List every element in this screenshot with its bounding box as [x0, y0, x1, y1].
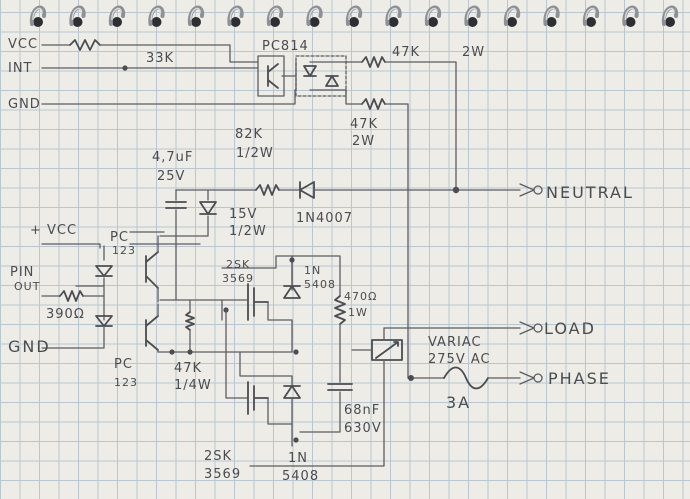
spiral-ring	[29, 5, 47, 27]
spiral-ring	[503, 5, 521, 27]
resistor-33k	[69, 39, 101, 51]
label-fuse: 3A	[446, 393, 471, 412]
spiral-ring	[187, 5, 205, 27]
zener-15v	[199, 201, 217, 215]
spiral-ring	[582, 5, 600, 27]
label-1n-bottom: 1N	[288, 451, 308, 466]
resistor-47k-bottom	[185, 311, 195, 331]
spiral-ring	[622, 5, 639, 27]
spiral-ring	[227, 5, 244, 27]
resistor-82k	[255, 184, 280, 196]
resistor-390	[59, 290, 84, 302]
label-5408-top: 5408	[304, 278, 336, 291]
capacitor-4u7	[165, 201, 187, 209]
label-r390: 390Ω	[46, 307, 85, 322]
diode-1n4007	[299, 181, 315, 199]
label-r47k-top: 47K	[392, 45, 420, 60]
spiral-ring	[464, 5, 481, 27]
capacitor-zener-block	[129, 189, 223, 321]
label-2sk-top: 2SK	[226, 258, 250, 271]
label-r470: 470Ω	[344, 290, 377, 303]
label-gnd-bottom: GND	[8, 337, 51, 356]
phototransistor-bottom	[145, 315, 159, 351]
input-resistors	[345, 56, 457, 379]
label-zener-15v: 15V	[229, 207, 257, 222]
label-3569-bottom: 3569	[204, 467, 241, 482]
label-pc123-top-number: 123	[112, 244, 136, 257]
led-pc123-top	[95, 265, 113, 277]
label-variac-voltage: 275V AC	[428, 352, 491, 367]
spiral-ring	[69, 5, 86, 27]
label-1n-top: 1N	[304, 264, 321, 277]
label-1n4007: 1N4007	[296, 211, 353, 226]
spiral-ring	[345, 5, 363, 27]
label-82k-power: 1/2W	[236, 146, 274, 161]
spiral-ring	[543, 5, 560, 27]
label-68nf: 68nF	[344, 403, 380, 418]
input-rails	[41, 39, 296, 105]
spiral-ring	[385, 5, 402, 27]
label-vcc-top: VCC	[8, 37, 38, 52]
label-zener-power: 1/2W	[229, 224, 267, 239]
diode-1n5408-top	[283, 257, 301, 299]
label-cap-value: 4,7uF	[152, 150, 193, 165]
label-gnd-top: GND	[8, 97, 41, 112]
gate-resistor-47k	[157, 299, 299, 355]
label-pc123-bottom-number: 123	[114, 376, 138, 389]
led-1	[303, 65, 317, 77]
resistor-470	[334, 295, 346, 325]
label-load: LOAD	[544, 319, 596, 338]
spiral-ring	[661, 5, 679, 27]
label-2sk-bottom: 2SK	[204, 449, 232, 464]
label-variac: VARIAC	[428, 335, 482, 350]
resistor-47k-mid	[361, 98, 386, 110]
label-r47k-mid: 47K	[350, 117, 378, 132]
label-quarter-watt: 1/4W	[174, 378, 212, 393]
optocoupler-pc123-top	[75, 235, 159, 321]
label-pin: PIN	[10, 265, 34, 280]
notebook-spiral-binding	[29, 5, 679, 27]
label-phase: PHASE	[548, 369, 611, 388]
capacitor-68nf	[327, 383, 353, 391]
spiral-ring	[306, 5, 323, 27]
label-cap-voltage: 25V	[157, 169, 185, 184]
label-2w-top: 2W	[462, 45, 485, 60]
optocoupler-pc814	[257, 55, 347, 97]
label-r33k: 33K	[146, 51, 174, 66]
mosfet-bottom-2sk3569	[225, 309, 301, 447]
spiral-ring	[424, 5, 442, 27]
neutral-line	[175, 181, 543, 199]
spiral-ring	[266, 5, 284, 27]
pin-out-wiring	[41, 243, 105, 302]
label-5408-bottom: 5408	[282, 469, 319, 484]
resistor-47k-top	[361, 56, 386, 68]
label-pc123-top: PC	[110, 230, 129, 245]
label-int: INT	[8, 61, 33, 76]
diode-1n5408-bottom	[283, 385, 301, 399]
spiral-ring	[108, 5, 126, 27]
led-2	[325, 75, 339, 87]
label-plus-vcc: + VCC	[30, 223, 77, 238]
label-pc123-bottom: PC	[114, 357, 133, 372]
resistor-470-block	[291, 255, 353, 433]
phototransistor-top	[145, 251, 159, 289]
label-out: OUT	[14, 280, 40, 293]
label-neutral: NEUTRAL	[546, 183, 634, 202]
output-section	[249, 321, 543, 467]
label-pc814: PC814	[262, 39, 309, 54]
fuse-3a	[443, 366, 489, 390]
mosfet-top-symbol	[247, 283, 269, 321]
spiral-ring	[148, 5, 165, 27]
optocoupler-pc123-bottom	[41, 303, 159, 353]
label-r47k-bottom: 47K	[174, 361, 202, 376]
label-1w: 1W	[348, 306, 368, 319]
label-2w-mid: 2W	[352, 134, 375, 149]
label-630v: 630V	[344, 421, 382, 436]
label-r82k: 82K	[235, 127, 263, 142]
label-3569-top: 3569	[222, 272, 254, 285]
mosfet-bottom-symbol	[247, 381, 269, 415]
